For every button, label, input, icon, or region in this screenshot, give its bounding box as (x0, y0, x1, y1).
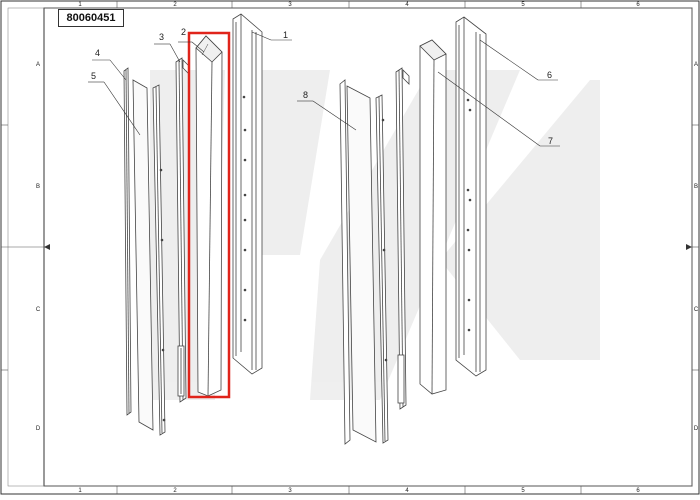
part-6-channel (455, 16, 487, 377)
col-label-top-5: 5 (521, 2, 525, 8)
row-label-right-a: A (694, 62, 698, 68)
callout-2: 2 (181, 27, 186, 37)
row-label-right-b: B (694, 184, 698, 190)
center-mark-left (44, 244, 50, 250)
col-label-bottom-3: 3 (288, 488, 292, 494)
row-label-right-d: D (694, 426, 699, 432)
col-label-top-4: 4 (405, 2, 409, 8)
row-labels: A B C D A B C D (36, 62, 699, 432)
part-5-panel (132, 79, 166, 436)
col-label-top-3: 3 (288, 2, 292, 8)
callout-8: 8 (303, 90, 308, 100)
part-1-channel (232, 13, 263, 375)
callout-7: 7 (548, 136, 553, 146)
callout-5: 5 (91, 71, 96, 81)
highlight-box (187, 31, 231, 399)
col-label-bottom-2: 2 (173, 488, 177, 494)
callout-6: 6 (547, 70, 552, 80)
part-4-rail (123, 67, 132, 416)
center-mark-right (686, 244, 692, 250)
drawing-number-label: 80060451 (58, 9, 124, 27)
col-label-bottom-4: 4 (405, 488, 409, 494)
col-label-top-1: 1 (78, 2, 82, 8)
callout-labels: 1 2 3 4 5 6 7 8 (91, 27, 553, 146)
row-ticks (1, 124, 699, 371)
col-label-bottom-5: 5 (521, 488, 525, 494)
right-assembly (339, 16, 487, 445)
row-label-left-c: C (36, 307, 41, 313)
part-2-strip (195, 35, 223, 397)
row-label-left-d: D (36, 426, 41, 432)
row-label-left-a: A (36, 62, 40, 68)
col-label-top-6: 6 (636, 2, 640, 8)
row-label-left-b: B (36, 184, 40, 190)
leader-lines (88, 31, 560, 147)
callout-3: 3 (159, 32, 164, 42)
row-label-right-c: C (694, 307, 699, 313)
col-label-top-2: 2 (173, 2, 177, 8)
part-7-cover (419, 39, 447, 395)
right-side-channel (395, 67, 410, 410)
callout-4: 4 (95, 48, 100, 58)
left-assembly (123, 13, 263, 436)
column-ticks (116, 1, 582, 494)
col-label-bottom-1: 1 (78, 488, 82, 494)
column-labels: 1 2 3 4 5 6 1 2 3 4 5 6 (78, 2, 640, 494)
col-label-bottom-6: 6 (636, 488, 640, 494)
part-8-panel (339, 79, 389, 445)
callout-1: 1 (283, 30, 288, 40)
